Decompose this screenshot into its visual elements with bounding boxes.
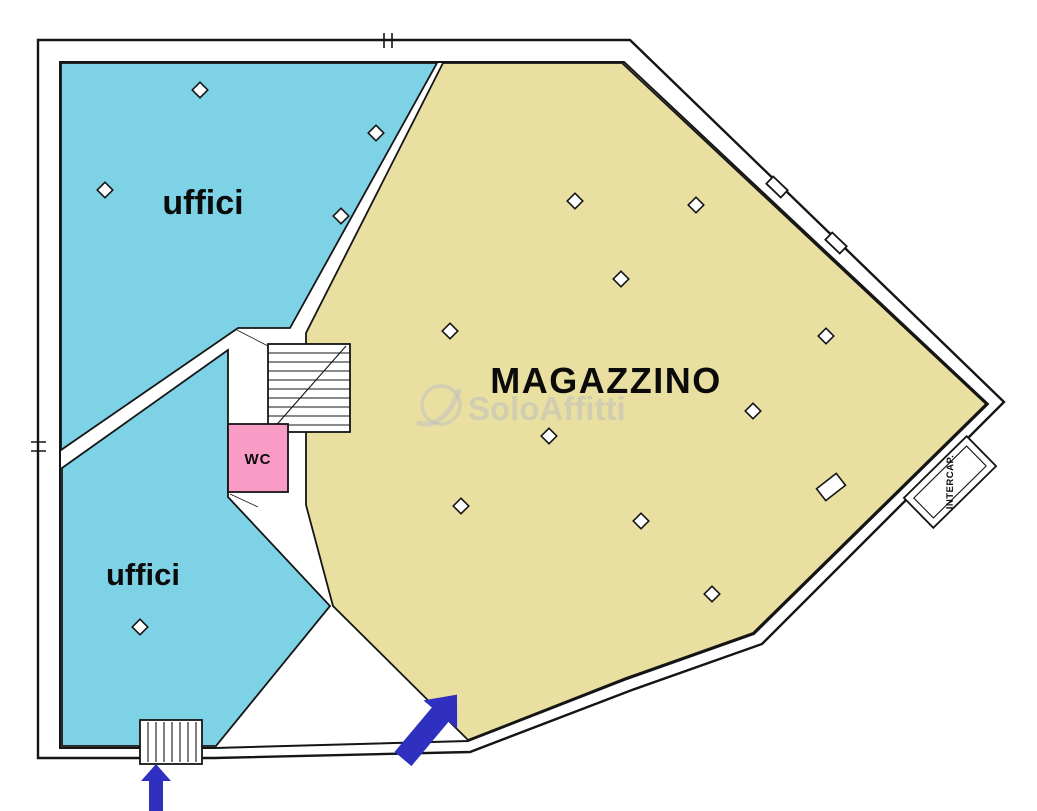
wall-details (31, 33, 848, 508)
pillars-group (96, 81, 847, 636)
pillar-diamond (452, 497, 470, 515)
pillar-diamond (687, 196, 705, 214)
pillar-diamond (612, 270, 630, 288)
watermark: SoloAffitti (416, 384, 626, 427)
wc-room (227, 423, 289, 493)
room-labels: uffici uffici MAGAZZINO WC (106, 184, 721, 592)
watermark-logo-icon (420, 384, 462, 426)
intercap-niche-inner (913, 445, 987, 519)
pillar-diamond (131, 618, 149, 636)
door-tick-top-wall (383, 33, 393, 48)
wc-label: WC (245, 451, 272, 468)
office-lower-region (61, 348, 332, 747)
entrance-arrow-warehouse (394, 694, 458, 767)
pillar-diamond (817, 327, 835, 345)
pillar-diamond (566, 192, 584, 210)
door-tick-left-wall (31, 441, 46, 452)
staircase-entrance-treads (147, 722, 197, 762)
pillar-diamond (744, 402, 762, 420)
intercap-label: INTERCAP. (945, 455, 956, 510)
corridor-connector-lines (229, 329, 269, 508)
entrance-arrows-group (141, 694, 458, 811)
pillar-diamond (540, 427, 558, 445)
watermark-text: SoloAffitti (468, 390, 626, 427)
wc-room-outline (227, 423, 289, 493)
pillar-diamond (96, 181, 114, 199)
window-break-1 (765, 175, 789, 199)
intercap-niche-outline (902, 434, 998, 530)
intercap-niche: INTERCAP. (902, 434, 998, 530)
entrance-arrow-offices (141, 764, 171, 811)
pillar-diamond (332, 207, 350, 225)
staircase-main (267, 343, 351, 433)
office-upper-region (60, 62, 439, 452)
office-upper-label: uffici (162, 184, 243, 222)
window-break-2 (824, 231, 848, 255)
pillar-diamond (191, 81, 209, 99)
warehouse-region (305, 62, 988, 742)
staircase-main-treads (268, 352, 350, 426)
staircase-main-break-line (271, 345, 347, 431)
watermark-swoosh-icon (416, 388, 462, 427)
warehouse-label: MAGAZZINO (490, 360, 721, 401)
pillar-diamond (632, 512, 650, 530)
staircase-entrance (139, 719, 203, 765)
pillar-diamond (815, 472, 847, 502)
office-lower-label: uffici (106, 557, 180, 592)
pillar-diamond (703, 585, 721, 603)
staircase-entrance-outline (139, 719, 203, 765)
pillar-diamond (441, 322, 459, 340)
rooms (60, 62, 988, 747)
pillar-diamond (367, 124, 385, 142)
